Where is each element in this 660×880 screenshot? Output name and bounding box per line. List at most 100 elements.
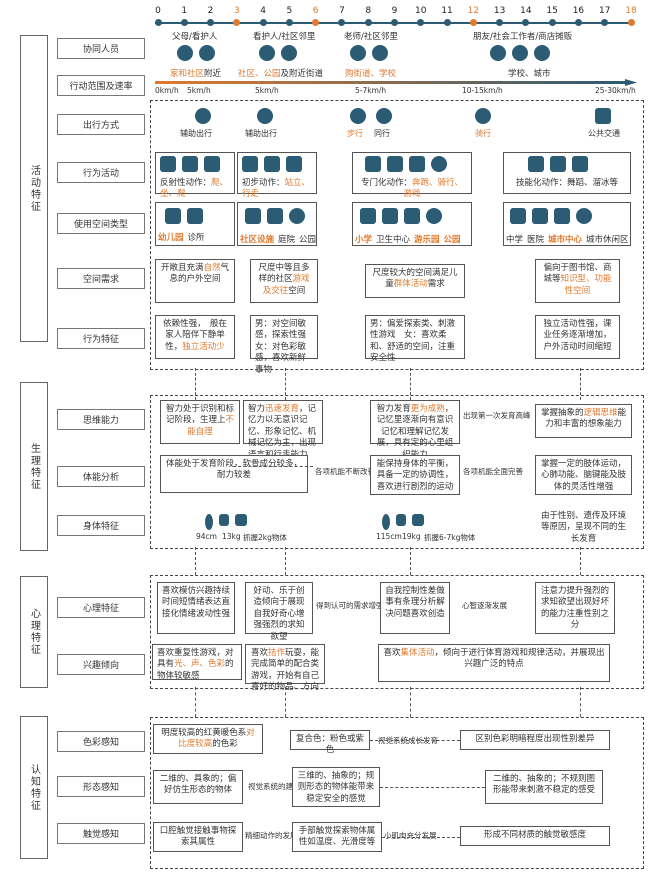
age-tick-16: 16 [572,6,585,16]
park-icon [426,208,442,224]
age-tick-15: 15 [546,6,558,16]
activity-group [150,100,644,370]
run-icon [365,156,381,172]
thinking-0-hl: 不能自理 [187,415,235,437]
touch-1: 手部触觉探索物体属性如温度、光滑度等 [292,822,382,852]
connector [380,787,485,788]
thinking-2-post: ，记忆里逐渐向有意识记忆和理解记忆发展，具有定的心里组织能力 [376,404,454,460]
health-center-icon [382,208,398,224]
connector [285,687,286,717]
space-label-3-2: 城市中心 [548,235,583,245]
space-need-3-hl: 知识型、功能性空间 [560,274,612,296]
thinking-2-hl: 更为成熟 [410,404,445,414]
age-dot-17 [601,19,609,26]
connector [410,547,411,575]
row-label-thinking: 思维能力 [57,409,145,430]
section-physio: 生理特征 [20,382,48,551]
age-dot-5 [285,19,293,26]
interest-2: 喜欢集体活动，倾向于进行体育游戏和规律活动，并展现出兴趣广泛的特点 [378,644,610,682]
psych-group [150,575,644,689]
space-icons-0 [165,208,203,224]
mental-note-0: 得到认可的需求增强 [316,601,384,610]
behavior-icons-1 [242,156,302,172]
crawl-icon [160,156,176,172]
interest-2-pre: 喜欢 [383,648,401,658]
clinic-icon [187,208,203,224]
behavior-feature-3-pre: 独立活动性强，课业任务逐渐增加，户外活动时间缩短 [543,319,612,352]
color-0-post: 的色彩 [212,739,238,750]
age-tick-17: 17 [598,6,611,16]
connector [580,368,581,400]
behavior-icons-2 [365,156,447,172]
hospital-icon [532,208,548,224]
thinking-3: 掌握抽象的逻辑思维能力和丰富的想象能力 [535,404,632,438]
body-icons-b [382,514,424,530]
connector [580,547,581,575]
row-label-physique: 体能分析 [57,466,145,487]
physique-1: 能保持身体的平衡，具备一定的协调性，喜欢进行剧烈的运动 [370,455,460,495]
row-label-helpers: 协同人员 [57,38,145,59]
space-label-3-0: 中学 [506,235,524,245]
row-label-interest: 兴趣倾向 [57,654,145,675]
interest-1: 喜欢拮作玩耍，能完成简单的配合类游戏，开始有自己喜好的物品、方向 [245,644,325,692]
age-tick-12: 12 [467,6,480,16]
space-label-1-0: 社区设施 [240,235,275,245]
space-label-0-1: 诊所 [187,233,205,243]
body-a-height: 94cm [196,532,217,541]
age-tick-1: 1 [181,6,188,16]
connector [195,547,196,575]
row-label-body: 身体特征 [57,515,145,536]
age-dot-15 [548,19,556,26]
behavior-feature-0: 依赖性强， 般在家人陪伴下静单性，独立活动少 [155,315,235,359]
skate-icon [550,156,566,172]
range-arrow [155,79,637,86]
interest-0: 喜欢重复性游戏，对具有光、声、色彩的物体较敏感 [152,644,242,681]
travel-icon-2 [350,108,366,124]
age-tick-7: 7 [339,6,345,16]
physique-0: 体能处于发育阶段，软骨成分较多，耐力较差 [160,455,308,493]
helper-icons-2 [350,45,388,61]
thinking-1-pre: 智力 [248,404,266,414]
travel-label-3: 同行 [374,129,390,138]
travel-icon-1 [257,108,273,124]
space-need-1: 尺度中等且多样的社区游戏及交往空间 [250,259,318,303]
space-need-0-hl: 自然 [203,263,221,273]
helper-2: 老师/社区邻里 [344,32,398,42]
walk-icon [264,156,280,172]
age-tick-11: 11 [441,6,453,16]
body-b-weight: 19kg [402,532,421,541]
age-tick-10: 10 [415,6,427,16]
physio-group [150,395,644,549]
space-need-1-hl: 游戏及交往 [262,274,310,296]
helper-1: 看护人/社区邻里 [253,32,316,42]
city-center-icon [554,208,570,224]
interest-2-hl: 集体活动 [400,648,435,658]
age-dot-8 [364,19,372,26]
section-psych: 心理特征 [20,576,48,688]
travel-label-0: 辅助出行 [180,129,212,138]
section-activity-label: 活动特征 [28,164,40,213]
dance-icon [528,156,544,172]
space-need-0: 开敞且充满自然气息的户外空间 [155,259,235,303]
teacher-icon [350,45,366,61]
age-tick-3: 3 [233,6,240,16]
walk-icon [350,108,366,124]
section-psych-label: 心理特征 [28,608,40,656]
helper-3: 朋友/社会工作者/商店摊贩 [473,32,573,42]
color-0: 明度较高的红黄暖色系对比度较高的色彩 [153,724,263,754]
row-label-touch: 触觉感知 [57,823,145,844]
interest-0-pre: 喜欢重复性游戏，对具有 [157,648,234,670]
space-need-1-post: 空间 [288,285,306,296]
grip-icon [235,514,247,526]
space-label-2-2: 游乐园 [414,235,440,245]
travel-icon-0 [195,108,211,124]
space-need-3-pre: 偏向于图书馆、商城等 [543,263,612,285]
connector [410,368,411,400]
connector [410,687,411,717]
space-icons-1 [245,208,305,224]
stand-icon [242,156,258,172]
physique-0-pre: 体能处于发育阶段，软骨成分较多，耐力较差 [165,459,302,481]
space-icons-3 [510,208,592,224]
age-tick-4: 4 [260,6,266,16]
speed-4: 10-15km/h [462,86,503,95]
